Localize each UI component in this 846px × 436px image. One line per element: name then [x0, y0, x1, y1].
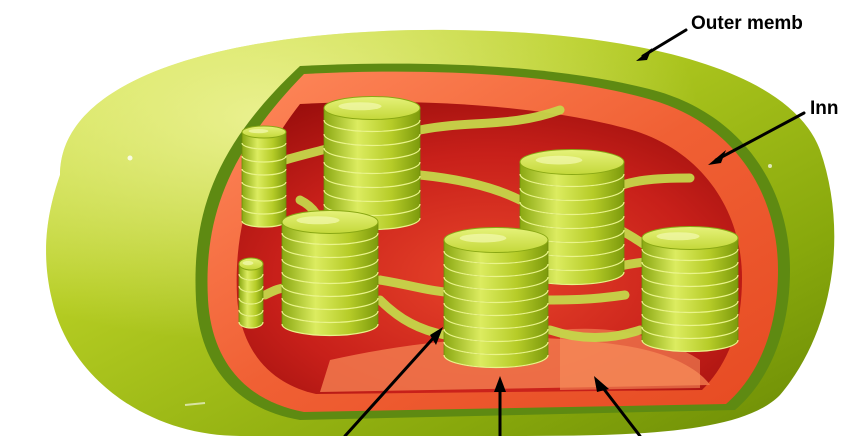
granum-stack: [242, 126, 286, 227]
outer-membrane-label: Outer memb: [691, 13, 803, 35]
inner-membrane-label: Inn: [810, 98, 839, 120]
granum-highlight: [460, 234, 507, 243]
granum-highlight: [536, 156, 583, 165]
granum-highlight: [338, 102, 381, 110]
granum-highlight: [249, 129, 269, 133]
granum-stack: [324, 96, 420, 229]
granum-stack: [444, 228, 548, 368]
granum-highlight: [656, 232, 699, 240]
granum-highlight: [296, 216, 339, 224]
granum-stack: [642, 226, 738, 351]
granum-stack: [239, 258, 263, 328]
granum-stack: [282, 210, 378, 335]
granum-highlight: [243, 261, 254, 265]
